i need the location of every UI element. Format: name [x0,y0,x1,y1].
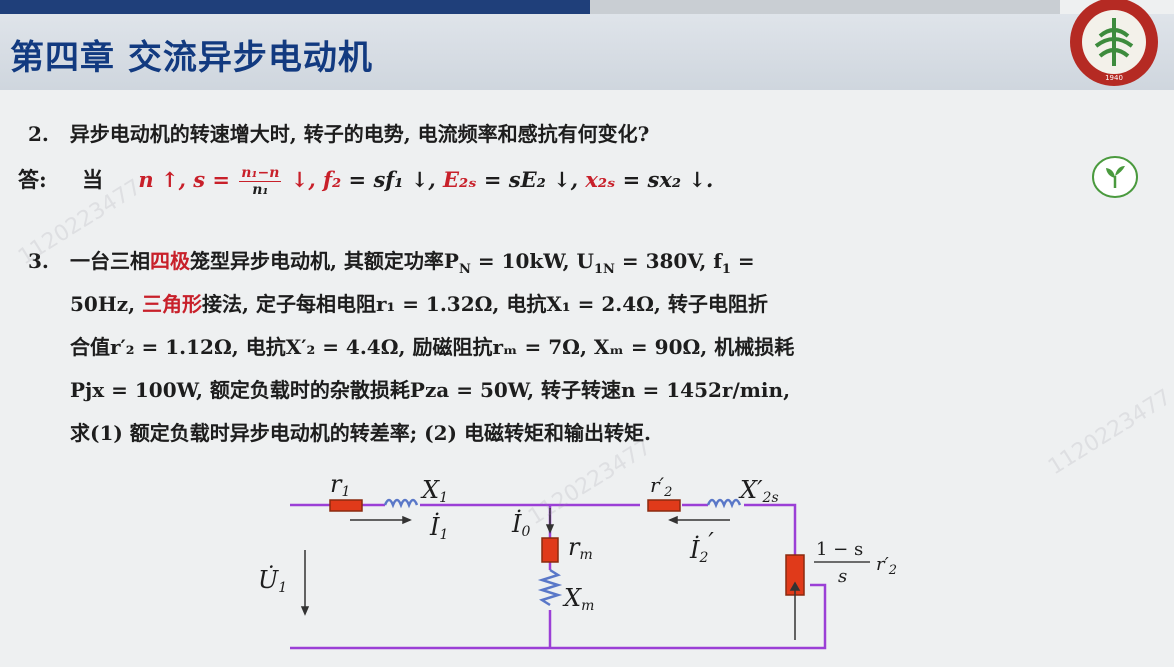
resistor-rm [541,537,559,563]
label-i1: İ1 [429,512,448,543]
equivalent-circuit-diagram: r1 X1 İ1 İ0 rm Xm r′2 X′2s İ2′ U̇1 1 − s… [258,470,897,650]
answer-e2s-rhs: = sE₂ ↓, [476,167,586,192]
label-i0: İ0 [511,509,530,540]
circuit-wires [290,503,827,650]
answer-label: 答: [18,167,47,192]
label-r2p: r′2 [650,473,672,500]
question-number: 2. [28,122,49,146]
answer-x2s: x₂ₛ [585,167,616,192]
answer-n: n ↑, [138,167,194,192]
logo-text: 1940 [1105,74,1123,82]
label-load-r: r′2 [876,554,897,578]
university-seal-icon: 1940 [1070,0,1158,86]
answer-after-frac: ↓, [283,167,323,192]
inductor-xm [537,568,563,607]
label-i2p: İ2′ [689,528,714,566]
label-load-num: 1 − s [816,539,863,560]
label-r1: r1 [330,470,350,500]
question-3-line-1: 一台三相四极笼型异步电动机, 其额定功率PN = 10kW, U1N = 380… [70,249,755,277]
answer-f2-rhs: = sf₁ ↓, [341,167,444,192]
answer-x2s-rhs: = sx₂ ↓. [615,167,714,192]
label-u1: U̇1 [258,566,287,596]
answer-when: 当 [82,167,104,192]
question-number: 3. [28,249,49,273]
resistor-r2p [647,499,681,512]
label-x1: X1 [420,476,448,506]
inductor-x2sp [706,498,742,509]
answer-e2s: E₂ₛ [443,167,477,192]
answer-s-lhs: s = [193,167,238,192]
label-xm: Xm [562,584,594,614]
top-gray-bar [590,0,1060,14]
resistor-r1 [329,499,363,512]
label-rm: rm [568,533,593,563]
question-3-line-3: 合值r′₂ = 1.12Ω, 电抗X′₂ = 4.4Ω, 励磁阻抗rₘ = 7Ω… [70,335,795,359]
inductor-x1 [383,498,419,509]
question-3-line-5: 求(1) 额定负载时异步电动机的转差率; (2) 电磁转矩和输出转矩. [70,421,651,445]
answer-f2: f₂ [323,167,342,192]
slide-header [0,14,1174,90]
label-load-den: s [838,566,847,587]
question-text: 异步电动机的转速增大时, 转子的电势, 电流频率和感抗有何变化? [69,122,650,146]
question-3-line-2: 50Hz, 三角形接法, 定子每相电阻r₁ = 1.32Ω, 电抗X₁ = 2.… [70,292,768,316]
label-x2sp: X′2s [738,476,779,506]
top-accent-bar [0,0,590,14]
question-3-line-4: Pjx = 100W, 额定负载时的杂散损耗Pza = 50W, 转子转速n =… [70,378,791,402]
watermark: 1120223477 [1044,384,1174,481]
leaf-button-icon[interactable] [1091,154,1139,200]
page-title: 第四章 交流异步电动机 [10,38,373,78]
question-2: 2. 异步电动机的转速增大时, 转子的电势, 电流频率和感抗有何变化? [28,118,649,147]
